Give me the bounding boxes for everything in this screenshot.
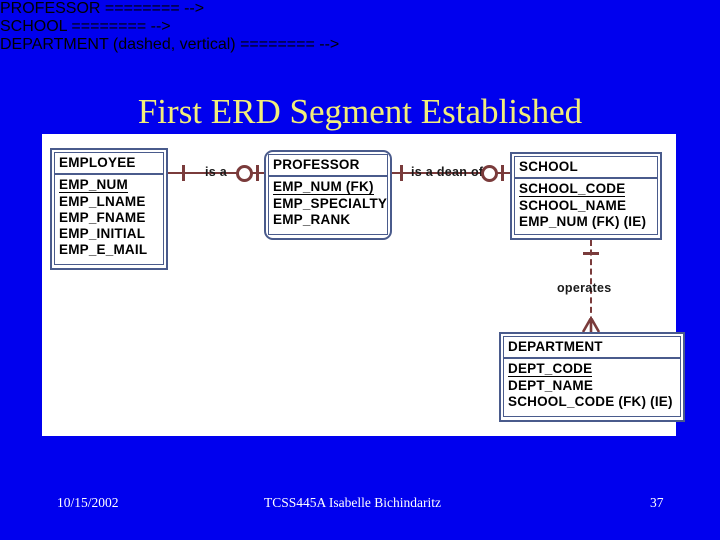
relationship-label: operates xyxy=(557,281,612,295)
cardinality-one-tick-icon xyxy=(256,165,259,181)
attribute-row: EMP_RANK xyxy=(273,212,383,228)
attribute-row: DEPT_NAME xyxy=(508,378,676,394)
attribute-label: EMP_E_MAIL xyxy=(59,242,148,257)
footer-course-info: TCSS445A Isabelle Bichindaritz xyxy=(264,495,441,510)
footer-page-number: 37 xyxy=(650,495,664,510)
attribute-label: DEPT_NAME xyxy=(508,378,594,393)
attribute-label: DEPT_CODE xyxy=(508,361,593,377)
attribute-label: EMP_INITIAL xyxy=(59,226,146,241)
attribute-row: EMP_INITIAL xyxy=(59,226,159,242)
entity-professor-title: PROFESSOR xyxy=(268,154,388,177)
entity-professor-attributes: EMP_NUM (FK) EMP_SPECIALTY EMP_RANK xyxy=(268,177,388,235)
entity-professor[interactable]: PROFESSOR EMP_NUM (FK) EMP_SPECIALTY EMP… xyxy=(264,150,392,240)
attribute-row: EMP_NUM xyxy=(59,177,159,194)
relationship-label: is a xyxy=(205,165,228,179)
entity-employee-title: EMPLOYEE xyxy=(54,152,164,175)
page-title: First ERD Segment Established xyxy=(137,92,583,131)
entity-department-attributes: DEPT_CODE DEPT_NAME SCHOOL_CODE (FK) (IE… xyxy=(503,359,681,417)
attribute-row: SCHOOL_CODE xyxy=(519,181,653,198)
entity-employee[interactable]: EMPLOYEE EMP_NUM EMP_LNAME EMP_FNAME EMP… xyxy=(50,148,168,270)
attribute-label: EMP_RANK xyxy=(273,212,351,227)
relationship-line xyxy=(590,240,592,332)
cardinality-one-tick-icon xyxy=(400,165,403,181)
attribute-row: EMP_NUM (FK) xyxy=(273,179,383,196)
attribute-label: EMP_NUM (FK) xyxy=(273,179,374,195)
attribute-row: SCHOOL_CODE (FK) (IE) xyxy=(508,394,676,410)
entity-department[interactable]: DEPARTMENT DEPT_CODE DEPT_NAME SCHOOL_CO… xyxy=(499,332,685,422)
attribute-label: SCHOOL_NAME xyxy=(519,198,627,213)
attribute-row: EMP_FNAME xyxy=(59,210,159,226)
entity-employee-attributes: EMP_NUM EMP_LNAME EMP_FNAME EMP_INITIAL … xyxy=(54,175,164,265)
entity-department-title: DEPARTMENT xyxy=(503,336,681,359)
attribute-row: DEPT_CODE xyxy=(508,361,676,378)
attribute-label: EMP_FNAME xyxy=(59,210,146,225)
attribute-label: EMP_NUM xyxy=(59,177,128,193)
attribute-row: EMP_SPECIALTY xyxy=(273,196,387,212)
relationship-line xyxy=(392,172,510,174)
cardinality-many-crowfoot-icon xyxy=(581,318,601,332)
cardinality-one-tick-icon xyxy=(182,165,185,181)
attribute-label: EMP_SPECIALTY xyxy=(273,196,388,211)
relationship-line xyxy=(168,172,264,174)
attribute-row: EMP_LNAME xyxy=(59,194,159,210)
cardinality-optional-circle-icon xyxy=(236,165,253,182)
entity-school-title: SCHOOL xyxy=(514,156,658,179)
cardinality-one-tick-icon xyxy=(583,252,599,255)
attribute-label: EMP_LNAME xyxy=(59,194,146,209)
cardinality-one-tick-icon xyxy=(501,165,504,181)
attribute-label: SCHOOL_CODE (FK) (IE) xyxy=(508,394,673,409)
entity-school[interactable]: SCHOOL SCHOOL_CODE SCHOOL_NAME EMP_NUM (… xyxy=(510,152,662,240)
attribute-label: EMP_NUM (FK) (IE) xyxy=(519,214,647,229)
footer-date: 10/15/2002 xyxy=(57,495,119,510)
relationship-label: is a dean of xyxy=(411,165,484,179)
attribute-label: SCHOOL_CODE xyxy=(519,181,626,197)
attribute-row: EMP_E_MAIL xyxy=(59,242,159,258)
attribute-row: EMP_NUM (FK) (IE) xyxy=(519,214,653,230)
attribute-row: SCHOOL_NAME xyxy=(519,198,653,214)
cardinality-optional-circle-icon xyxy=(481,165,498,182)
entity-school-attributes: SCHOOL_CODE SCHOOL_NAME EMP_NUM (FK) (IE… xyxy=(514,179,658,235)
